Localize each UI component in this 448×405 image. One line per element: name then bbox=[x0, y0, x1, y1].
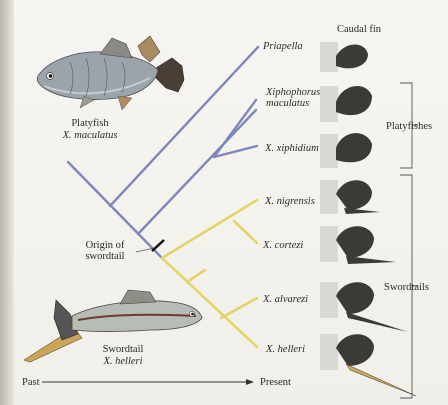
branch-inner bbox=[187, 270, 205, 282]
group-label-platyfishes: Platyfishes bbox=[386, 121, 432, 132]
swordtail-species: X. helleri bbox=[88, 356, 158, 367]
platyfish-name: Platyfish bbox=[55, 118, 125, 129]
label-xxiphidium: X. xiphidium bbox=[265, 143, 319, 154]
origin-marker bbox=[152, 240, 164, 251]
caudal-fin-icon bbox=[320, 133, 372, 168]
label-xnigrensis: X. nigrensis bbox=[265, 196, 315, 207]
caudal-fin-icon bbox=[320, 334, 416, 396]
group-label-swordtails: Swordtails bbox=[384, 282, 429, 293]
branch-platyfish-stem bbox=[138, 110, 256, 234]
origin-label: Origin of swordtail bbox=[74, 240, 136, 262]
platyfish-species: X. maculatus bbox=[55, 130, 125, 141]
label-priapella: Priapella bbox=[263, 41, 303, 52]
time-present: Present bbox=[260, 377, 291, 388]
caudal-fin-icon bbox=[320, 42, 368, 72]
caudal-fin-icon bbox=[320, 226, 396, 264]
caudal-fins bbox=[320, 42, 416, 396]
label-xcortezi: X. cortezi bbox=[263, 240, 303, 251]
caudal-fin-icon bbox=[320, 180, 380, 214]
label-xhelleri: X. helleri bbox=[266, 344, 305, 355]
platyfish-illustration bbox=[37, 36, 184, 110]
label-xalvarezi: X. alvarezi bbox=[263, 294, 308, 305]
branch-xalvarezi bbox=[221, 298, 257, 318]
branch-xcortezi bbox=[234, 221, 257, 243]
caudal-fin-header: Caudal fin bbox=[337, 24, 381, 35]
caudal-fin-icon bbox=[320, 86, 372, 122]
label-xmaculatus: Xiphophorus maculatus bbox=[266, 87, 320, 109]
swordtail-name: Swordtail bbox=[88, 344, 158, 355]
time-past: Past bbox=[22, 377, 40, 388]
time-arrow bbox=[42, 379, 254, 385]
